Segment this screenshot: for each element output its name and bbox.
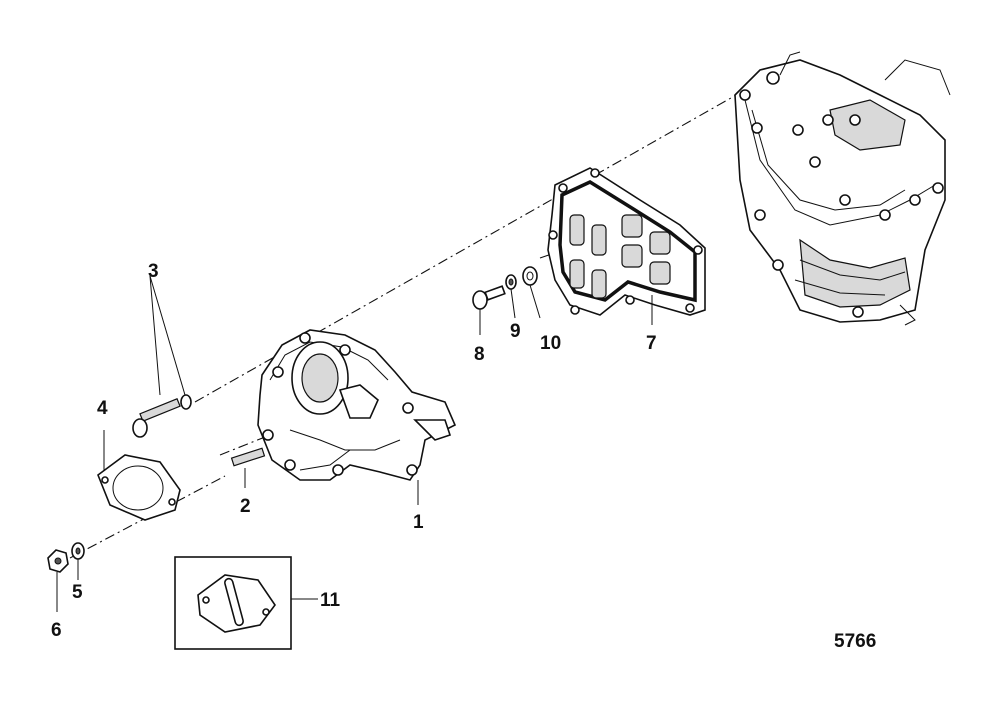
callout-7: 7	[646, 333, 657, 354]
cover-plate-11	[174, 556, 318, 650]
callout-5: 5	[72, 582, 83, 603]
gasket-7	[547, 167, 706, 325]
washer-9	[505, 274, 517, 319]
callout-9: 9	[510, 321, 521, 342]
bolt-3	[132, 275, 192, 438]
callout-3: 3	[148, 261, 159, 282]
powerhead-block	[734, 51, 951, 326]
gasket-4	[97, 430, 181, 521]
callout-6: 6	[51, 620, 62, 641]
bolt-8	[472, 285, 506, 335]
callout-2: 2	[240, 496, 251, 517]
callout-11: 11	[320, 590, 341, 611]
callout-4: 4	[97, 398, 108, 419]
nut-6	[47, 549, 69, 612]
figure-number: 5766	[834, 631, 876, 652]
washer-10	[522, 266, 541, 319]
housing-1	[257, 329, 457, 505]
stud-2	[230, 447, 266, 488]
callout-8: 8	[474, 344, 485, 365]
callout-labels: 1 2 3 4 5 6 7 8 9 10 11 5766	[51, 261, 876, 652]
washer-5	[71, 542, 85, 580]
callout-10: 10	[540, 333, 561, 354]
callout-1: 1	[413, 512, 424, 533]
